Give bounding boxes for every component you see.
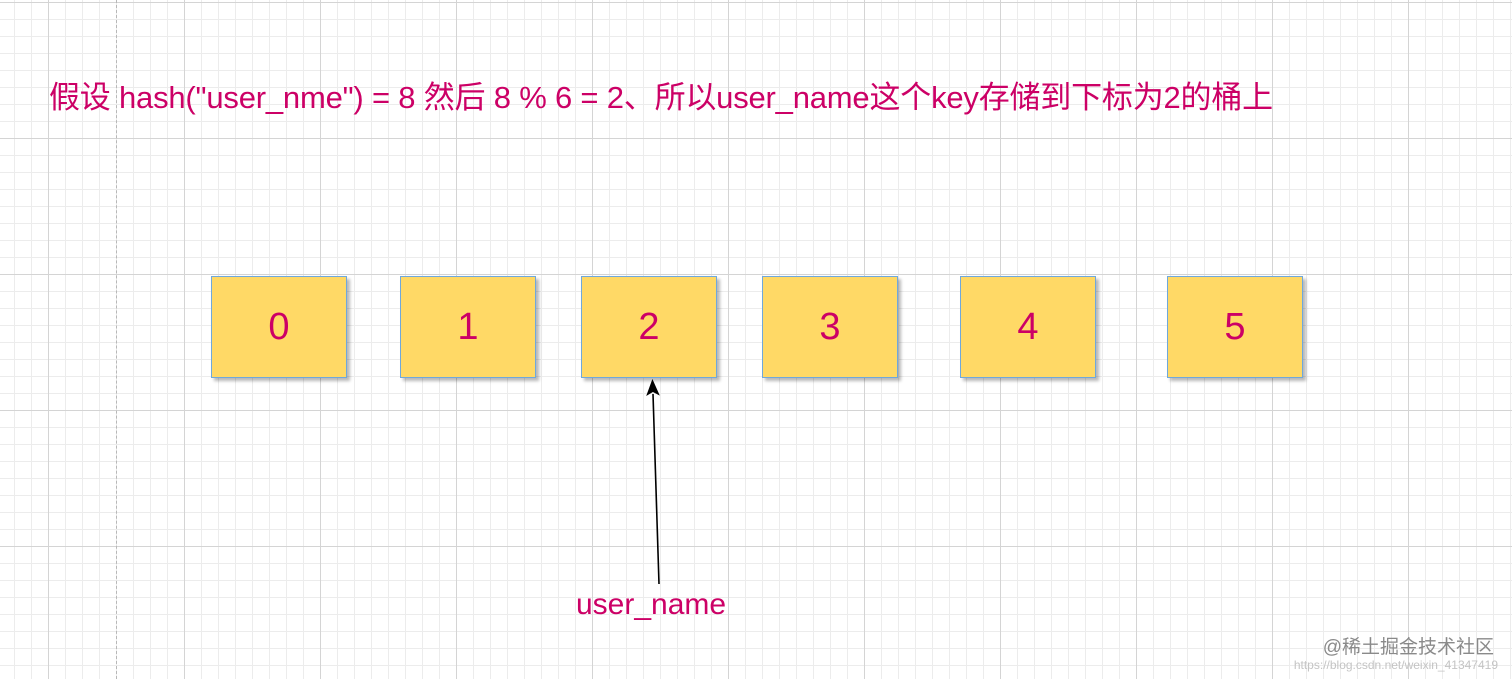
bucket-5: 5 bbox=[1167, 276, 1303, 378]
watermark-brand: @稀土掘金技术社区 bbox=[1322, 637, 1494, 658]
bucket-2: 2 bbox=[581, 276, 717, 378]
bucket-1: 1 bbox=[400, 276, 536, 378]
bucket-0: 0 bbox=[211, 276, 347, 378]
arrow-shaft bbox=[652, 393, 660, 585]
page-margin-guide bbox=[116, 0, 117, 679]
watermark-url: https://blog.csdn.net/weixin_41347419 bbox=[1293, 658, 1498, 672]
bucket-4: 4 bbox=[960, 276, 1096, 378]
diagram-caption: 假设 hash("user_nme") = 8 然后 8 % 6 = 2、所以u… bbox=[49, 80, 1273, 115]
key-label: user_name bbox=[576, 588, 727, 621]
bucket-3: 3 bbox=[762, 276, 898, 378]
arrow-head bbox=[646, 379, 660, 396]
